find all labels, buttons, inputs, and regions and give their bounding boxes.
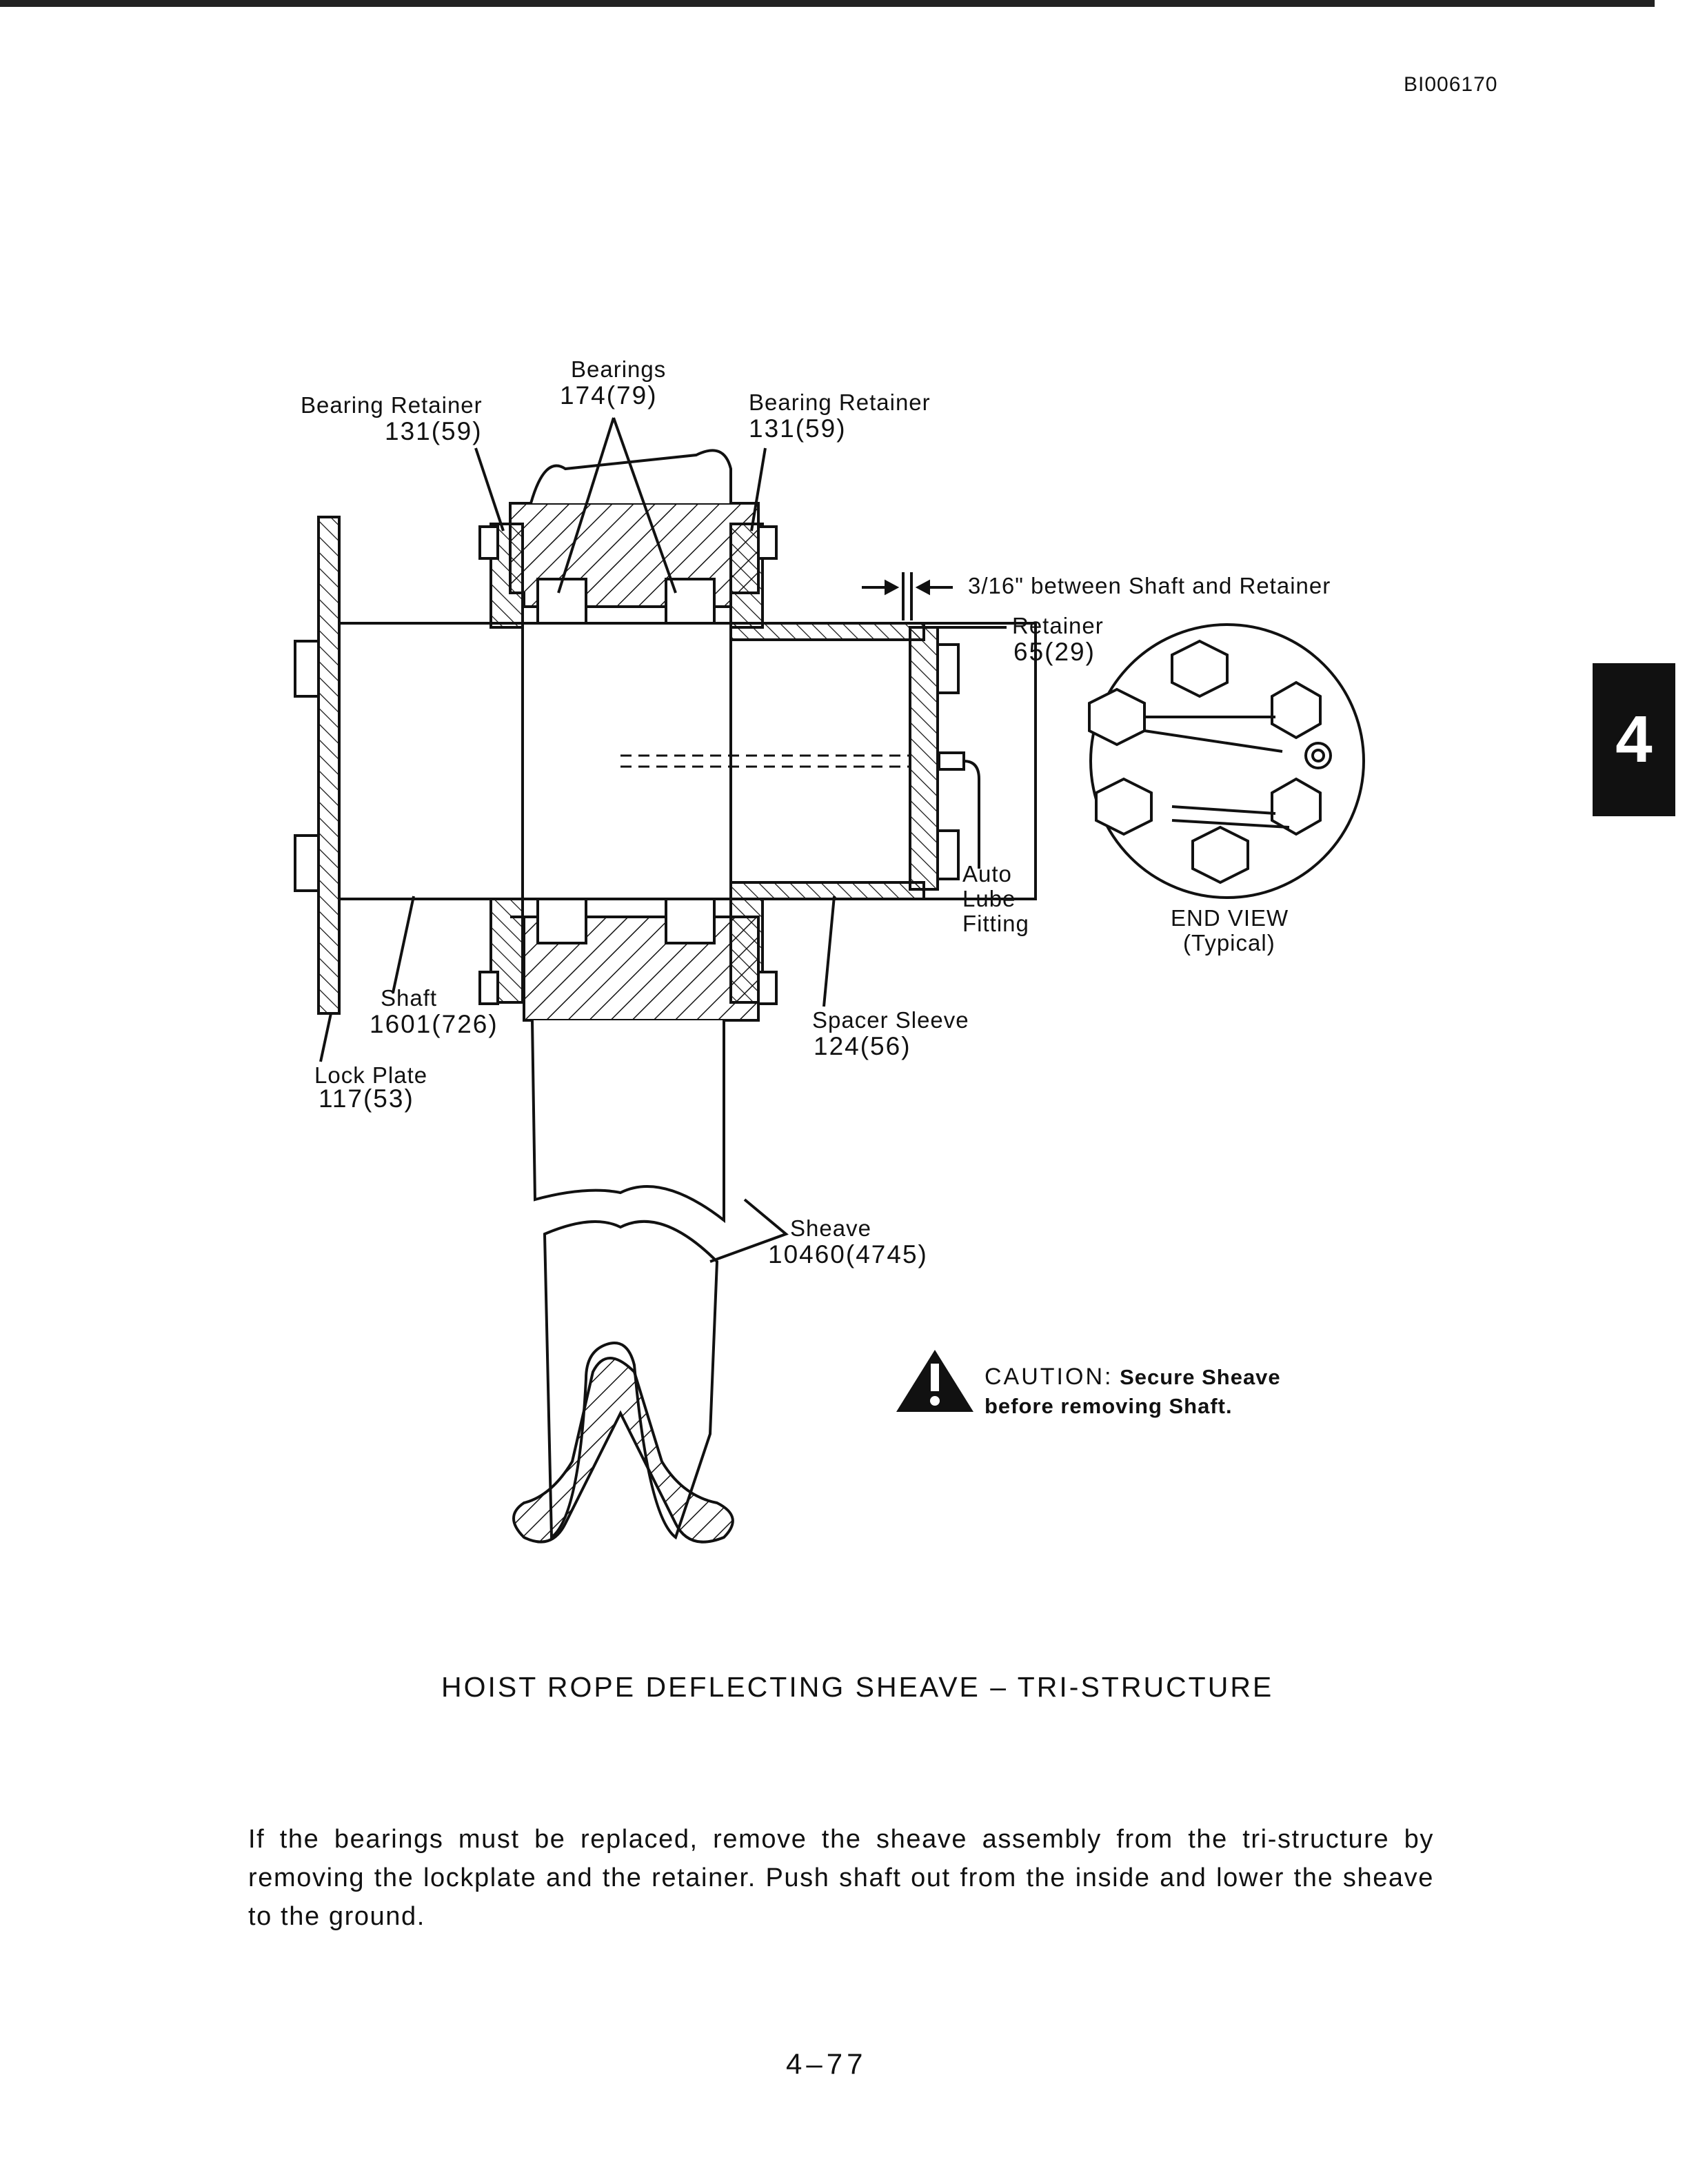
retainer-value: 65(29)	[1013, 638, 1096, 666]
caution-line-1: Secure Sheave	[1120, 1365, 1281, 1389]
lock-plate-label: Lock Plate	[314, 1062, 428, 1088]
shaft-label: Shaft	[381, 985, 438, 1011]
caution-note: CAUTION: Secure Sheave before removing S…	[985, 1362, 1281, 1421]
auto-lube-fitting	[938, 751, 965, 771]
bearing-lower-left	[536, 898, 587, 944]
caution-line-2: before removing Shaft.	[985, 1394, 1233, 1418]
shaft-value: 1601(726)	[370, 1010, 498, 1038]
spacer-sleeve-label: Spacer Sleeve	[812, 1007, 969, 1033]
body-paragraph: If the bearings must be replaced, remove…	[248, 1825, 1434, 1931]
spacer-sleeve-lower	[729, 881, 925, 900]
end-view-label: END VIEW	[1171, 905, 1289, 931]
figure-caption: HOIST ROPE DEFLECTING SHEAVE – TRI-STRUC…	[441, 1671, 1274, 1703]
clearance-label: 3/16" between Shaft and Retainer	[968, 573, 1331, 598]
bearing-retainer-right-value: 131(59)	[749, 414, 847, 443]
bearing-retainer-left-label: Bearing Retainer	[301, 392, 483, 418]
spacer-sleeve-value: 124(56)	[814, 1032, 911, 1060]
caution-head: CAUTION:	[985, 1364, 1113, 1390]
auto-lube-label-2: Lube	[962, 886, 1016, 911]
document-id: BI006170	[1404, 73, 1498, 96]
end-view-circle	[1088, 623, 1365, 899]
auto-lube-label-1: Auto	[962, 861, 1012, 887]
auto-lube-label-3: Fitting	[962, 911, 1029, 936]
retainer-plate	[909, 626, 939, 891]
retainer-label: Retainer	[1012, 613, 1104, 638]
caution-triangle-icon	[896, 1350, 973, 1412]
sheave-rim-section	[512, 1357, 734, 1544]
top-scan-border	[0, 0, 1655, 7]
end-view-sub-label: (Typical)	[1183, 930, 1275, 956]
lock-plate-bolt-bottom	[294, 834, 320, 892]
lock-plate-bolt-top	[294, 640, 320, 698]
lock-plate-value: 117(53)	[319, 1084, 414, 1113]
section-tab: 4	[1593, 663, 1675, 816]
sheave-value: 10460(4745)	[768, 1240, 928, 1268]
spacer-sleeve-upper	[729, 622, 925, 641]
bearing-lower-right	[665, 898, 716, 944]
bearing-retainer-right-label: Bearing Retainer	[749, 390, 931, 415]
lock-plate	[317, 516, 341, 1015]
bearings-label: Bearings	[571, 356, 667, 382]
sheave-cross-section-drawing	[294, 417, 1365, 1544]
bearings-value: 174(79)	[560, 381, 658, 410]
sheave-body	[531, 1020, 725, 1224]
bearing-retainer-left-value: 131(59)	[385, 417, 483, 445]
sheave-label: Sheave	[790, 1215, 871, 1241]
page-number: 4–77	[786, 2048, 867, 2080]
